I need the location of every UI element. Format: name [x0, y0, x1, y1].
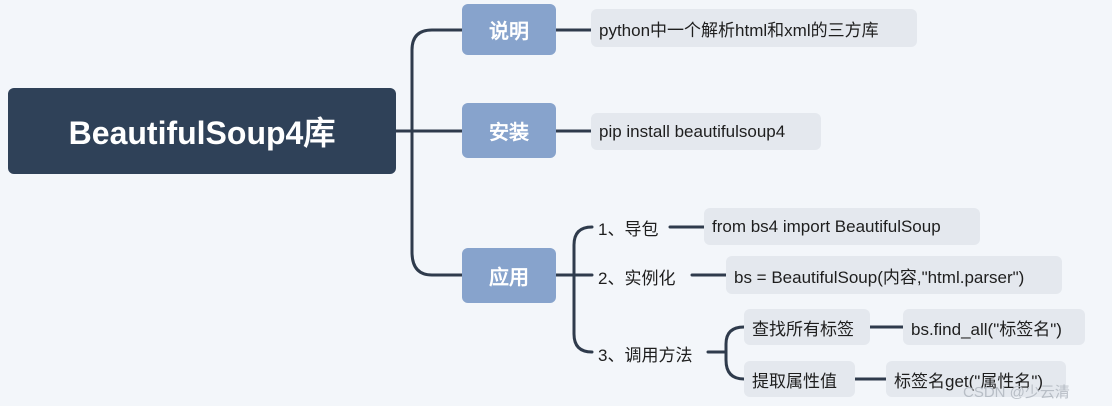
- attr-detail[interactable]: 标签名get("属性名"): [886, 361, 1066, 397]
- attr-detail-text: 标签名get("属性名"): [894, 371, 1044, 391]
- connector-trunk: [410, 28, 464, 277]
- connector-usage-steps: [554, 225, 594, 354]
- branch-usage-label: 应用: [489, 267, 529, 289]
- step1-detail-text: from bs4 import BeautifulSoup: [712, 216, 941, 236]
- branch-install-label: 安装: [489, 122, 529, 144]
- find-label: 查找所有标签: [752, 319, 854, 339]
- step1-node[interactable]: 1、导包: [592, 212, 670, 242]
- find-detail-text: bs.find_all("标签名"): [911, 319, 1062, 339]
- step1-detail[interactable]: from bs4 import BeautifulSoup: [704, 208, 980, 245]
- root-node[interactable]: BeautifulSoup4库: [8, 88, 396, 174]
- step2-node[interactable]: 2、实例化: [592, 261, 692, 291]
- step3-node[interactable]: 3、调用方法: [592, 338, 708, 368]
- root-label: BeautifulSoup4库: [68, 115, 336, 151]
- step2-detail[interactable]: bs = BeautifulSoup(内容,"html.parser"): [726, 256, 1062, 294]
- attr-node[interactable]: 提取属性值: [744, 361, 855, 397]
- branch-usage[interactable]: 应用: [462, 248, 556, 303]
- install-detail[interactable]: pip install beautifulsoup4: [591, 113, 821, 150]
- connector-step3-methods: [706, 325, 746, 381]
- step1-label: 1、导包: [598, 219, 659, 239]
- step2-detail-text: bs = BeautifulSoup(内容,"html.parser"): [734, 267, 1025, 287]
- branch-desc-label: 说明: [489, 21, 529, 43]
- branch-desc[interactable]: 说明: [462, 4, 556, 55]
- step3-label: 3、调用方法: [598, 345, 693, 365]
- watermark: CSDN @少云清: [963, 384, 1070, 401]
- step2-label: 2、实例化: [598, 268, 676, 288]
- attr-label: 提取属性值: [752, 371, 837, 391]
- find-node[interactable]: 查找所有标签: [744, 309, 870, 345]
- find-detail[interactable]: bs.find_all("标签名"): [903, 309, 1085, 345]
- install-detail-text: pip install beautifulsoup4: [599, 121, 786, 141]
- desc-detail[interactable]: python中一个解析html和xml的三方库: [591, 9, 917, 47]
- branch-install[interactable]: 安装: [462, 103, 556, 158]
- desc-detail-text: python中一个解析html和xml的三方库: [599, 20, 879, 40]
